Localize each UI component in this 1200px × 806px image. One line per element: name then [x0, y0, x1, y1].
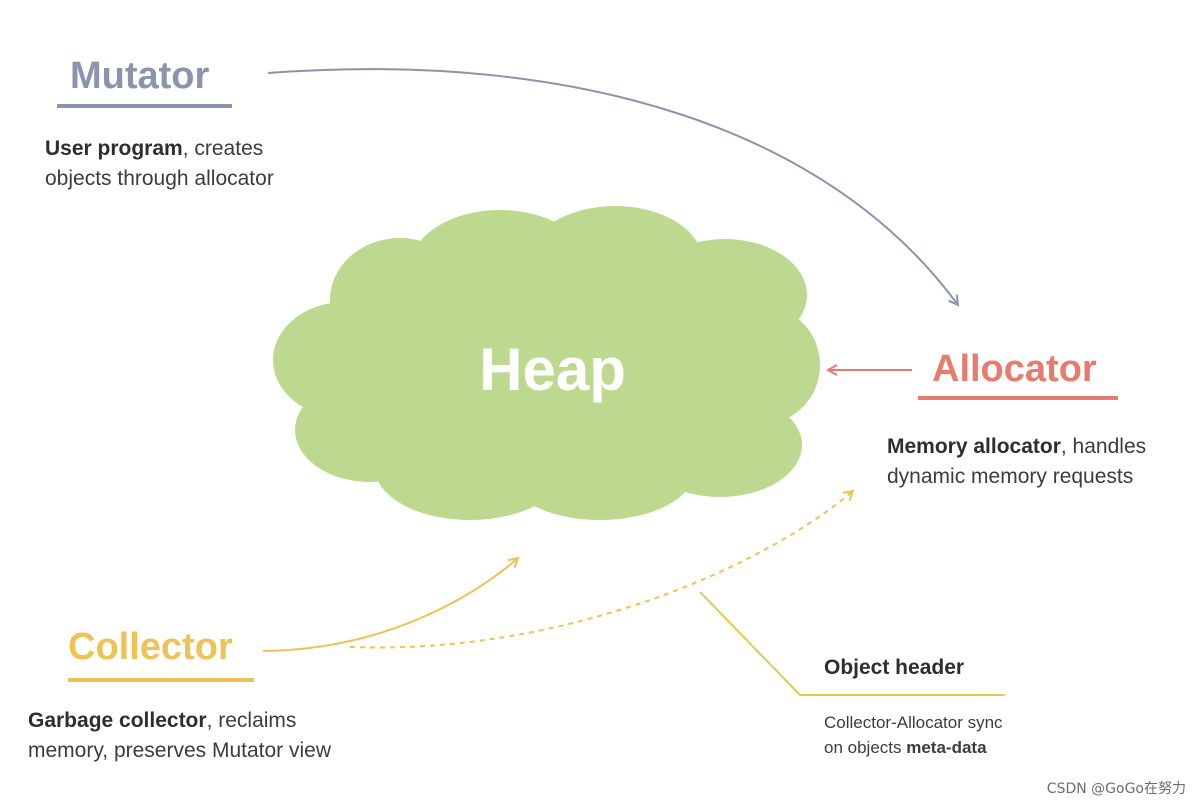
allocator-desc-rest: , handles — [1060, 435, 1147, 458]
allocator-desc-bold: Memory allocator — [887, 435, 1061, 458]
mutator-title: Mutator — [70, 55, 210, 97]
collector-to-allocator-dashed-arrow — [349, 491, 853, 649]
collector-underline — [68, 678, 254, 682]
object-header-description: Collector-Allocator sync on objects meta… — [824, 710, 1003, 760]
object-header-desc-line1: Collector-Allocator sync — [824, 713, 1003, 732]
mutator-desc-line2: objects through allocator — [45, 167, 274, 190]
collector-desc-line2: memory, preserves Mutator view — [28, 739, 332, 762]
object-header-callout-line — [699, 591, 1005, 696]
allocator-desc-line2: dynamic memory requests — [887, 465, 1134, 488]
collector-description: Garbage collector, reclaims memory, pres… — [28, 706, 331, 766]
mutator-desc-rest: , creates — [182, 137, 264, 160]
collector-to-heap-arrow — [262, 558, 518, 652]
allocator-description: Memory allocator, handles dynamic memory… — [887, 432, 1146, 492]
mutator-to-allocator-arrow — [267, 68, 958, 305]
collector-desc-rest: , reclaims — [206, 709, 297, 732]
mutator-desc-bold: User program — [45, 137, 183, 160]
allocator-title: Allocator — [932, 348, 1097, 390]
object-header-desc-bold: meta-data — [906, 738, 987, 757]
mutator-underline — [57, 104, 232, 108]
allocator-underline — [918, 396, 1118, 400]
watermark: CSDN @GoGo在努力 — [1046, 781, 1186, 797]
object-header-desc-prefix: on objects — [824, 738, 907, 757]
heap-label: Heap — [479, 336, 626, 403]
mutator-description: User program, creates objects through al… — [45, 134, 274, 194]
object-header-title: Object header — [824, 656, 965, 679]
collector-desc-bold: Garbage collector — [28, 709, 207, 732]
heap-cloud — [273, 206, 820, 520]
collector-title: Collector — [68, 626, 233, 668]
